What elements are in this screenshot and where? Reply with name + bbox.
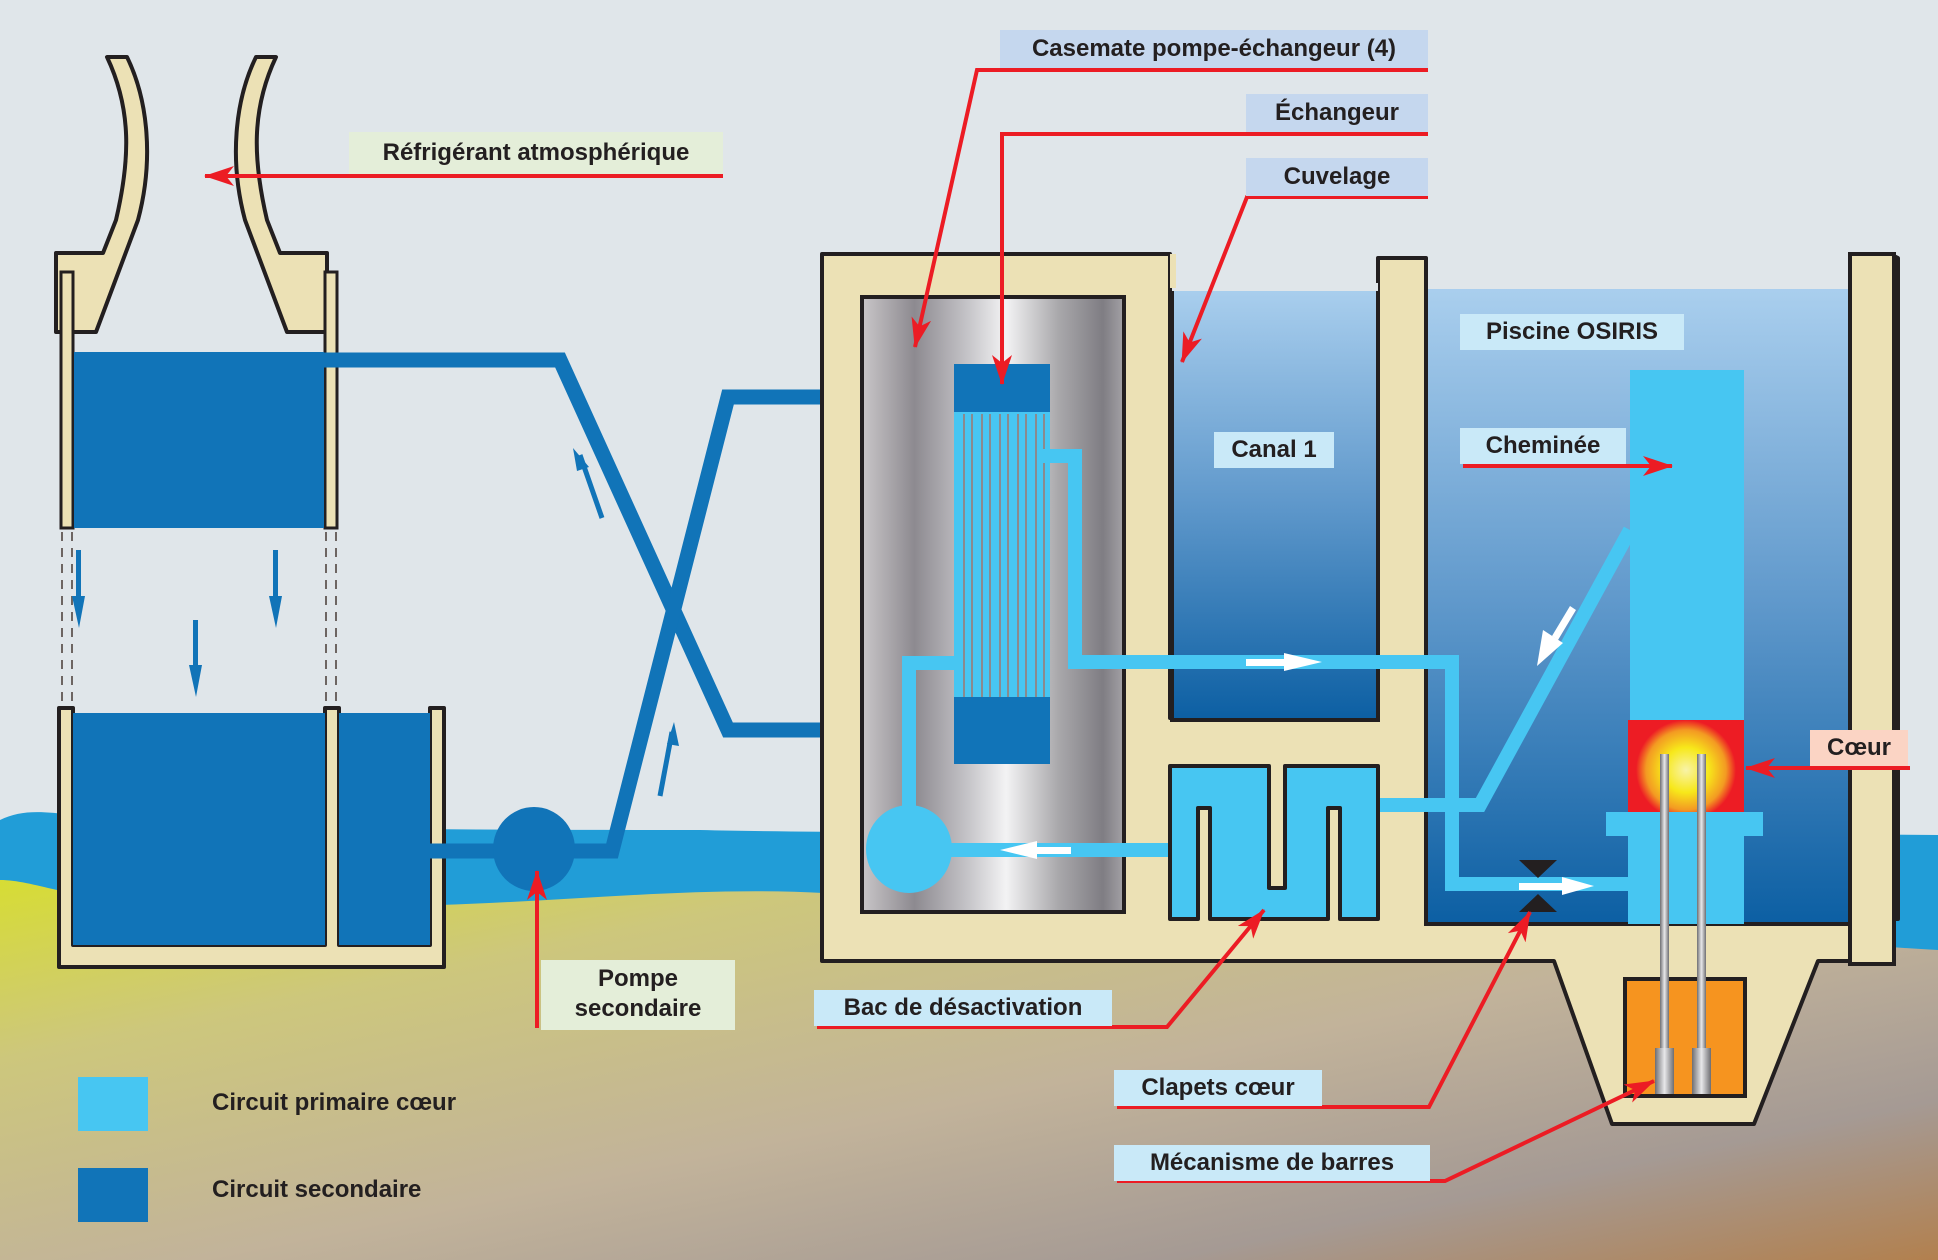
reactor-chimney <box>1630 370 1744 720</box>
label-secondary-pump-line1: Pompe <box>597 965 678 992</box>
legend-label-secondary: Circuit secondaire <box>212 1176 422 1203</box>
legend-label-primary: Circuit primaire cœur <box>212 1089 457 1116</box>
primary-flow-arrows <box>1000 606 1594 895</box>
legend-swatch-primary <box>78 1077 148 1131</box>
legend-swatch-secondary <box>78 1168 148 1222</box>
label-cooling-tower: Réfrigérant atmosphérique <box>349 132 723 174</box>
rod-mechanism <box>1623 754 1747 1098</box>
heat-exchanger <box>954 364 1050 764</box>
secondary-pump <box>493 807 575 891</box>
label-core: Cœur <box>1810 730 1908 766</box>
core-valve-icon <box>1519 860 1557 912</box>
label-rod-mechanism: Mécanisme de barres <box>1114 1145 1430 1181</box>
label-pool: Piscine OSIRIS <box>1460 314 1684 350</box>
cooling-tower-packing <box>74 352 324 528</box>
label-chimney: Cheminée <box>1460 428 1626 464</box>
primary-pump <box>866 805 952 893</box>
canal-1-water <box>1170 285 1380 722</box>
callout-leader-lines <box>204 68 1910 1183</box>
label-core-valves: Clapets cœur <box>1114 1070 1322 1106</box>
label-secondary-pump: Pompe secondaire <box>541 960 735 1030</box>
cooling-tower <box>54 55 339 708</box>
label-canal: Canal 1 <box>1214 432 1334 468</box>
reactor-core <box>1628 720 1744 820</box>
label-lining: Cuvelage <box>1246 158 1428 196</box>
label-casemate: Casemate pompe-échangeur (4) <box>1000 30 1428 68</box>
core-support <box>1606 812 1763 924</box>
decay-tank <box>1168 764 1380 921</box>
label-exchanger: Échangeur <box>1246 94 1428 132</box>
falling-water-arrows <box>72 550 282 697</box>
cold-water-basin <box>57 706 446 969</box>
label-decay-tank: Bac de désactivation <box>814 990 1112 1026</box>
secondary-flow-arrows <box>573 448 679 797</box>
label-secondary-pump-line2: secondaire <box>574 995 702 1022</box>
